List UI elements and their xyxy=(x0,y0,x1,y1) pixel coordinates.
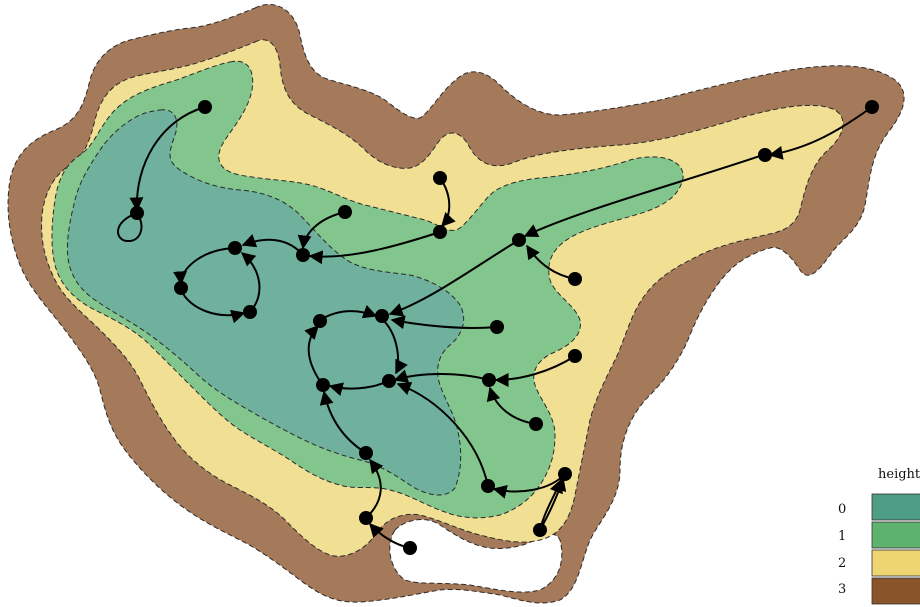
node xyxy=(568,272,582,286)
legend-swatch-1 xyxy=(871,521,920,549)
node xyxy=(481,479,495,493)
node xyxy=(243,305,257,319)
legend-label-3: 3 xyxy=(838,582,846,597)
legend-label-0: 0 xyxy=(838,502,846,517)
node xyxy=(313,314,327,328)
legend-swatch-0 xyxy=(871,493,920,521)
legend-label-1: 1 xyxy=(838,529,846,544)
node xyxy=(174,281,188,295)
node xyxy=(512,233,526,247)
flow-nodes xyxy=(130,100,879,555)
node xyxy=(533,523,547,537)
node xyxy=(482,373,496,387)
legend-swatch-2 xyxy=(871,549,920,577)
node xyxy=(433,171,447,185)
node xyxy=(758,148,772,162)
node xyxy=(529,417,543,431)
node xyxy=(338,205,352,219)
node xyxy=(296,248,310,262)
node xyxy=(198,100,212,114)
node xyxy=(558,467,572,481)
node xyxy=(433,225,447,239)
legend-label-2: 2 xyxy=(838,556,846,571)
node xyxy=(130,206,144,220)
node xyxy=(382,374,396,388)
node xyxy=(359,446,373,460)
node xyxy=(403,541,417,555)
node xyxy=(865,100,879,114)
node xyxy=(359,511,373,525)
node xyxy=(228,241,242,255)
legend-swatch-3 xyxy=(871,577,920,605)
height-0-region xyxy=(67,109,465,496)
legend: height 0 1 2 3 xyxy=(838,467,920,605)
node xyxy=(568,349,582,363)
node xyxy=(375,309,389,323)
node xyxy=(316,378,330,392)
legend-title: height xyxy=(878,467,920,482)
node xyxy=(490,320,504,334)
